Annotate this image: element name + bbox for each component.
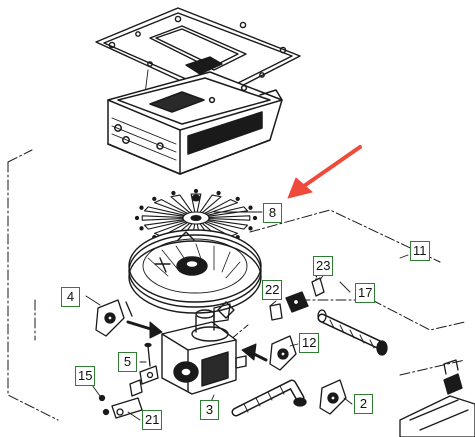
red-arrow-icon [287, 145, 362, 199]
callout-4[interactable]: 4 [61, 287, 80, 307]
clamp-bracket-4 [95, 299, 133, 337]
assembly-arrows [126, 320, 268, 362]
fan-hub-center [190, 214, 202, 222]
clamp-bracket-12 [269, 335, 297, 371]
bolt-5 [139, 342, 159, 385]
dashed-outline-left [7, 149, 59, 421]
callout-5[interactable]: 5 [118, 352, 137, 372]
corner-assembly [399, 359, 475, 437]
clamp-bracket-2 [319, 379, 347, 415]
callout-21[interactable]: 21 [142, 410, 163, 430]
callout-22[interactable]: 22 [262, 280, 283, 300]
bolt-15 [98, 379, 143, 419]
callout-17[interactable]: 17 [355, 283, 376, 303]
fan-blade-vane [208, 215, 251, 221]
fan-blade-tip [216, 190, 221, 196]
fan-blade-tip [139, 205, 144, 210]
fan-blade-tip [248, 226, 253, 231]
fan-nut [191, 194, 201, 202]
fan-blade-tip [193, 188, 199, 194]
hydraulic-motor [161, 301, 247, 395]
callout-2[interactable]: 2 [354, 394, 373, 414]
fan-blade-tip [152, 196, 157, 202]
fan-shroud [128, 229, 262, 314]
small-fitting [213, 303, 231, 323]
callout-8[interactable]: 8 [263, 203, 282, 223]
hose-3 [231, 379, 307, 417]
callout-15[interactable]: 15 [75, 366, 96, 386]
cooler-housing [107, 71, 283, 175]
fan-blade-tip [134, 215, 140, 221]
gasket-frame [95, 7, 301, 99]
fan-blade-tip [252, 215, 258, 221]
callout-11[interactable]: 11 [410, 241, 430, 261]
fan-blade-vane [141, 215, 184, 221]
callout-leaders [85, 211, 409, 421]
fan-blade-tip [248, 205, 253, 210]
hose-17 [317, 309, 388, 356]
callout-3[interactable]: 3 [200, 400, 219, 420]
fan-blade-tip [171, 190, 176, 196]
fitting-22 [269, 291, 309, 321]
fan-blade-tip [235, 196, 240, 202]
callout-23[interactable]: 23 [313, 256, 334, 276]
fan-blade-tip [139, 226, 144, 231]
callout-12[interactable]: 12 [299, 333, 320, 353]
